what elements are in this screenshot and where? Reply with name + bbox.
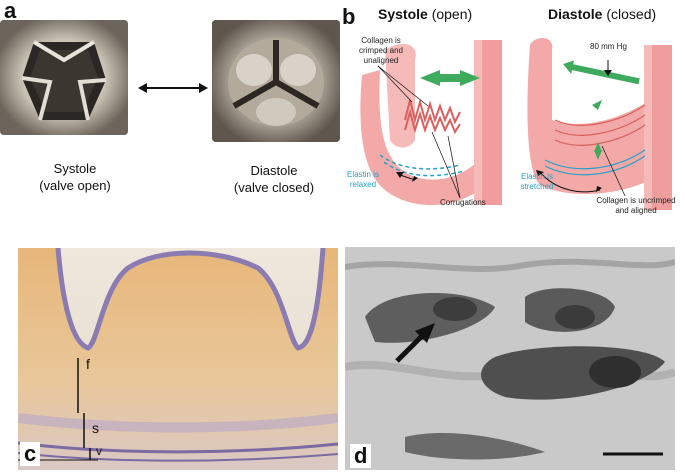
label-elastin-stretched: Elastin is stretched [510,172,564,192]
label-corrugations: Corrugations [440,198,486,207]
caption-systole: Systole (valve open) [20,160,130,194]
label-collagen-crimped: Collagen is crimped and unaligned [346,36,416,66]
diastole-leaflet [527,38,672,210]
panel-label-b: b [342,4,356,29]
label-elastin-stretched-line1: Elastin is [520,172,553,181]
double-arrow-icon [138,83,208,93]
systole-title-rest: (open) [427,6,473,22]
layer-label-f: f [86,356,90,372]
caption-diastole-line1: Diastole [250,163,298,178]
diastole-title-bold: Diastole [548,6,603,22]
panel-label-c: c [20,442,41,466]
valve-photo-open [0,20,128,135]
label-elastin-stretched-line2: stretched [520,182,554,191]
label-collagen-uncrimped: Collagen is uncrimped and aligned [588,196,684,216]
caption-diastole-line2: (valve closed) [233,180,315,195]
layer-label-s: s [92,420,99,436]
systole-title-bold: Systole [378,6,428,22]
label-elastin-relaxed: Elastin is relaxed [338,170,388,190]
label-collagen-uncrimped-line1: Collagen is uncrimped [596,196,676,205]
panel-label-a: a [4,0,17,23]
systole-title: Systole (open) [378,6,472,22]
label-collagen-crimped-line1: Collagen is [361,36,401,45]
caption-diastole: Diastole (valve closed) [214,162,334,196]
label-elastin-relaxed-line2: relaxed [349,180,377,189]
histology-micrograph [18,248,338,470]
label-pressure: 80 mm Hg [590,42,627,51]
systole-leaflet [360,40,502,205]
diastole-title-rest: (closed) [602,6,657,22]
valve-open-illustration [0,20,128,135]
histology-illustration [18,248,338,470]
label-elastin-relaxed-line1: Elastin is [346,170,379,179]
valve-photo-closed [212,20,340,142]
valve-closed-illustration [212,20,340,142]
leaflet-schematic [360,38,672,210]
label-collagen-crimped-line3: unaligned [363,56,399,65]
diastole-title: Diastole (closed) [548,6,656,22]
electron-micrograph-illustration [345,247,675,470]
layer-label-v: v [96,444,102,458]
panel-label-d: d [350,444,372,468]
label-collagen-crimped-line2: crimped and [358,46,404,55]
label-collagen-uncrimped-line2: and aligned [615,206,657,215]
caption-systole-line2: (valve open) [39,178,111,193]
electron-micrograph [345,247,675,470]
caption-systole-line1: Systole [53,161,97,176]
